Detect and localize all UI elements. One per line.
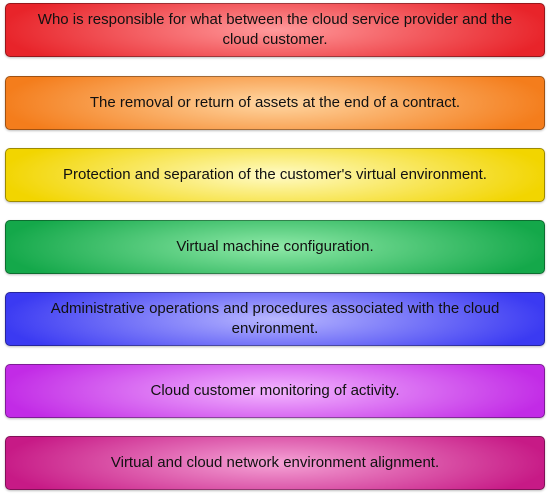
item-shared-responsibility: Who is responsible for what between the … — [5, 3, 545, 57]
item-network-alignment: Virtual and cloud network environment al… — [5, 436, 545, 490]
item-label: The removal or return of assets at the e… — [89, 94, 461, 111]
item-label: Who is responsible for what between the … — [37, 11, 513, 48]
item-asset-return: The removal or return of assets at the e… — [5, 76, 545, 130]
item-label: Cloud customer monitoring of activity. — [150, 382, 400, 399]
item-vm-configuration: Virtual machine configuration. — [5, 220, 545, 274]
item-administrative-operations: Administrative operations and procedures… — [5, 292, 545, 346]
item-label: Virtual machine configuration. — [176, 238, 374, 255]
item-label: Administrative operations and procedures… — [50, 300, 500, 337]
item-environment-separation: Protection and separation of the custome… — [5, 148, 545, 202]
item-label: Protection and separation of the custome… — [63, 166, 487, 183]
item-activity-monitoring: Cloud customer monitoring of activity. — [5, 364, 545, 418]
item-label: Virtual and cloud network environment al… — [110, 454, 440, 471]
